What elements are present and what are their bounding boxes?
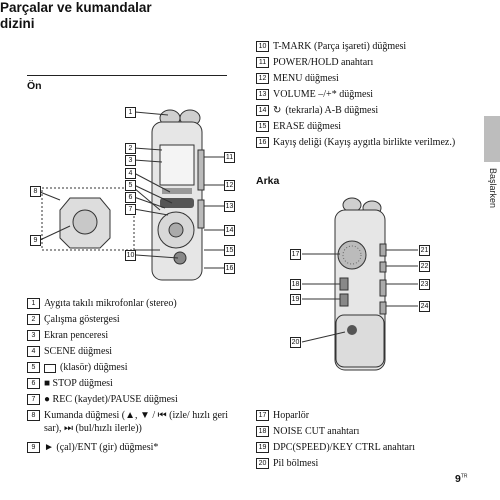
item-text: ■ STOP düğmesi [44, 378, 113, 389]
callout-15: 15 [224, 245, 235, 256]
item-number: 8 [27, 410, 40, 421]
front-title: Ön [27, 80, 42, 92]
callout-17: 17 [290, 249, 301, 260]
item-text: NOISE CUT anahtarı [273, 426, 360, 437]
item-text: (tekrarla) A-B düğmesi [285, 105, 379, 116]
item-number: 17 [256, 410, 269, 421]
item-number: 2 [27, 314, 40, 325]
list-item: 14 ↻(tekrarla) A-B düğmesi [256, 104, 456, 117]
callout-13: 13 [224, 201, 235, 212]
item-number: 3 [27, 330, 40, 341]
callout-14: 14 [224, 225, 235, 236]
item-text: Kayış deliği (Kayış aygıtla birlikte ver… [273, 137, 456, 148]
list-item: 12 MENU düğmesi [256, 72, 456, 85]
item-text: MENU düğmesi [273, 73, 339, 84]
page-number: 9TR [455, 473, 468, 485]
item-text: SCENE düğmesi [44, 346, 113, 357]
list-item: 5 (klasör) düğmesi [27, 361, 237, 374]
callout-24: 24 [419, 301, 430, 312]
callout-11: 11 [224, 152, 235, 163]
callout-23: 23 [419, 279, 430, 290]
list-item: 1 Aygıta takılı mikrofonlar (stereo) [27, 297, 237, 310]
list-item: 11 POWER/HOLD anahtarı [256, 56, 456, 69]
item-text: Çalışma göstergesi [44, 314, 120, 325]
section-heading: Parçalar ve kumandalar dizini [0, 0, 500, 32]
list-item: 7 ● REC (kaydet)/PAUSE düğmesi [27, 393, 237, 406]
item-number: 5 [27, 362, 40, 373]
item-number: 9 [27, 442, 40, 453]
list-item: 15 ERASE düğmesi [256, 120, 456, 133]
list-item: 16 Kayış deliği (Kayış aygıtla birlikte v… [256, 136, 456, 149]
item-number: 12 [256, 73, 269, 84]
list-item: 9 ► (çal)/ENT (gir) düğmesi* [27, 441, 237, 454]
item-number: 19 [256, 442, 269, 453]
list-item: 4 SCENE düğmesi [27, 345, 237, 358]
repeat-icon: ↻ [273, 105, 282, 116]
item-text: Kumanda düğmesi (▲, ▼ / ⏮ (izle/ hızlı g… [44, 410, 229, 434]
item-number: 13 [256, 89, 269, 100]
item-number: 4 [27, 346, 40, 357]
side-tab-label: Başlarken [488, 168, 498, 209]
list-item: 18 NOISE CUT anahtarı [256, 425, 466, 438]
item-text: ► (çal)/ENT (gir) düğmesi* [44, 442, 159, 453]
list-item: 3 Ekran penceresi [27, 329, 237, 342]
callout-2: 2 [125, 143, 136, 154]
callout-18: 18 [290, 279, 301, 290]
back-title: Arka [256, 175, 280, 187]
callout-20: 20 [290, 337, 301, 348]
item-number: 20 [256, 458, 269, 469]
callout-7: 7 [125, 204, 136, 215]
item-text: ERASE düğmesi [273, 121, 342, 132]
side-tab [484, 116, 500, 162]
page-number-suffix: TR [460, 473, 468, 480]
list-item: 19 DPC(SPEED)/KEY CTRL anahtarı [256, 441, 476, 454]
folder-icon [44, 364, 56, 373]
heading-line-2: dizini [0, 16, 35, 31]
item-text: Aygıta takılı mikrofonlar (stereo) [44, 298, 177, 309]
item-number: 15 [256, 121, 269, 132]
callout-4: 4 [125, 168, 136, 179]
list-item: 8 Kumanda düğmesi (▲, ▼ / ⏮ (izle/ hızlı … [27, 409, 237, 435]
item-text: POWER/HOLD anahtarı [273, 57, 374, 68]
item-text: Ekran penceresi [44, 330, 109, 341]
item-text: Pil bölmesi [273, 458, 319, 469]
list-item: 6 ■ STOP düğmesi [27, 377, 237, 390]
list-item: 10 T-MARK (Parça işareti) düğmesi [256, 40, 456, 53]
page-number-value: 9 [455, 473, 461, 485]
item-number: 6 [27, 378, 40, 389]
heading-line-1: Parçalar ve kumandalar [0, 0, 152, 15]
list-item: 20 Pil bölmesi [256, 457, 466, 470]
callout-12: 12 [224, 180, 235, 191]
item-number: 16 [256, 137, 269, 148]
item-text: VOLUME –/+* düğmesi [273, 89, 374, 100]
callout-21: 21 [419, 245, 430, 256]
item-number: 11 [256, 57, 269, 68]
item-number: 1 [27, 298, 40, 309]
item-text: T-MARK (Parça işareti) düğmesi [273, 41, 407, 52]
callout-1: 1 [125, 107, 136, 118]
heading-rule [27, 75, 227, 76]
list-item: 17 Hoparlör [256, 409, 466, 422]
callout-19: 19 [290, 294, 301, 305]
item-text: ● REC (kaydet)/PAUSE düğmesi [44, 394, 178, 405]
callout-9: 9 [30, 235, 41, 246]
item-number: 18 [256, 426, 269, 437]
item-text: Hoparlör [273, 410, 310, 421]
item-number: 7 [27, 394, 40, 405]
item-text: (klasör) düğmesi [60, 362, 128, 373]
item-number: 14 [256, 105, 269, 116]
callout-8: 8 [30, 186, 41, 197]
list-item: 13 VOLUME –/+* düğmesi [256, 88, 456, 101]
callout-10: 10 [125, 250, 136, 261]
callout-22: 22 [419, 261, 430, 272]
item-number: 10 [256, 41, 269, 52]
callout-6: 6 [125, 192, 136, 203]
item-text: DPC(SPEED)/KEY CTRL anahtarı [273, 442, 416, 453]
list-item: 2 Çalışma göstergesi [27, 313, 237, 326]
callout-3: 3 [125, 155, 136, 166]
callout-5: 5 [125, 180, 136, 191]
callout-16: 16 [224, 263, 235, 274]
